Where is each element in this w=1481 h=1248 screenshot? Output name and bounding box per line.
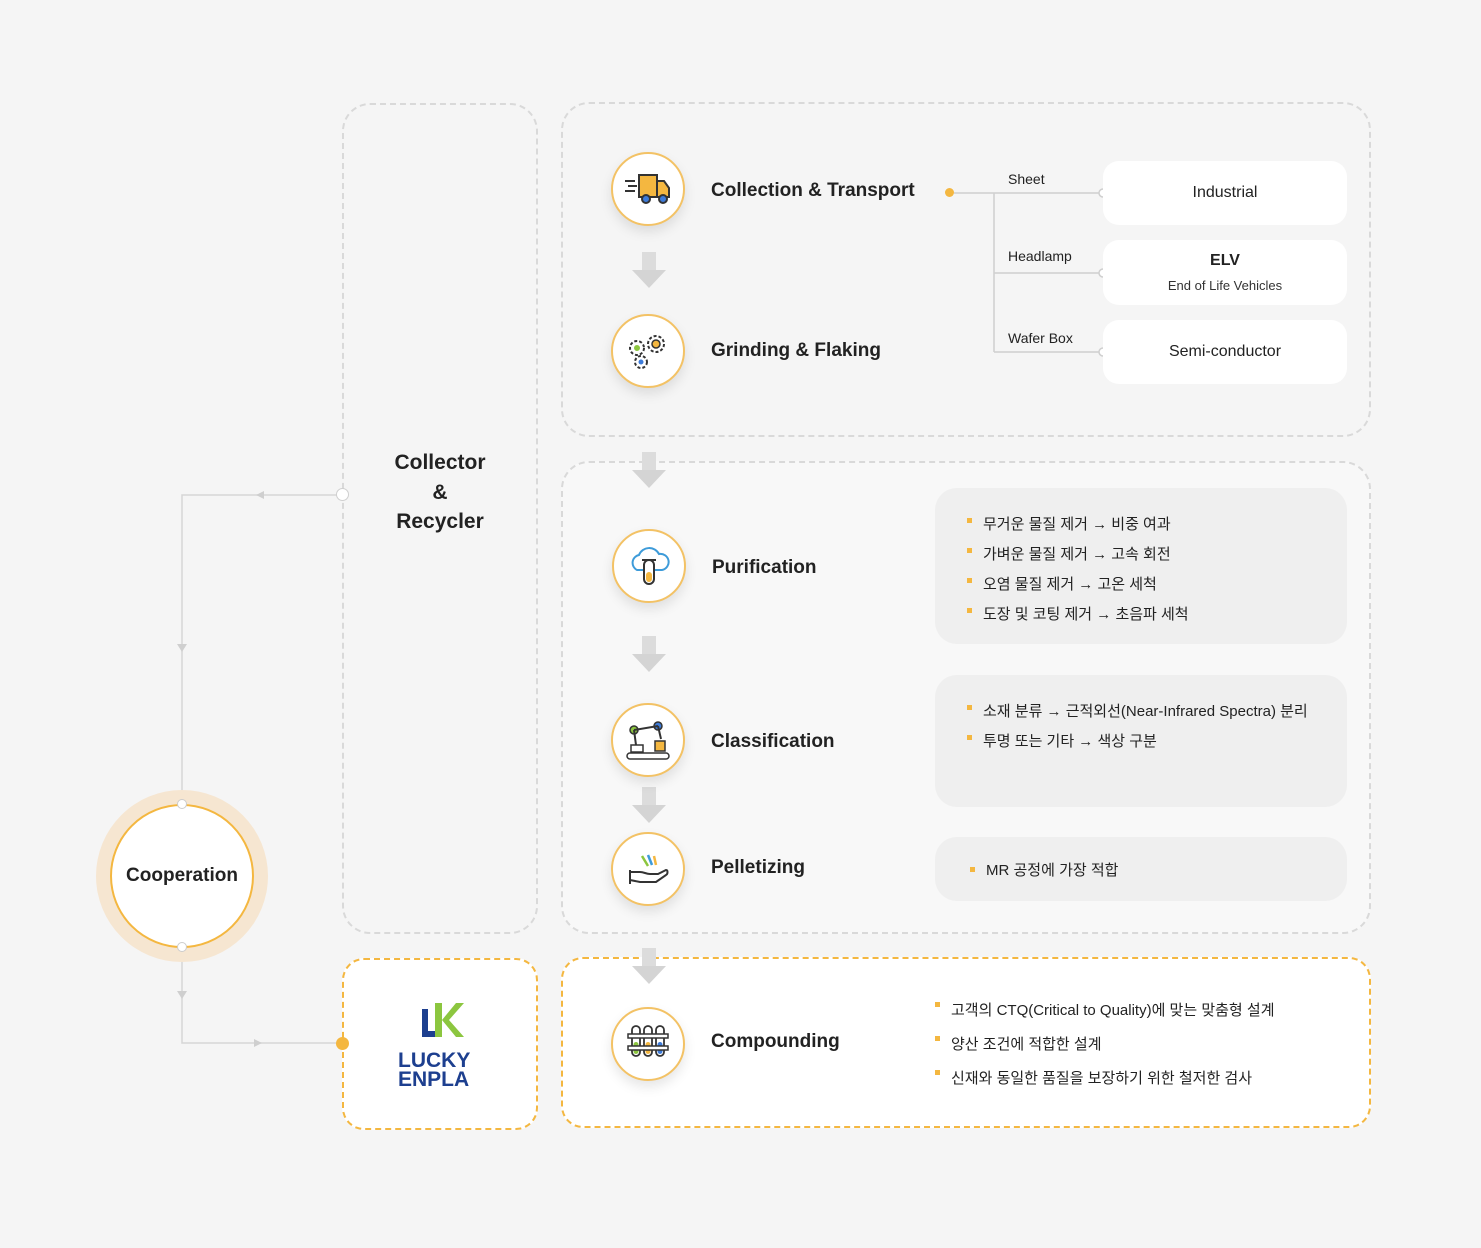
classification-notes-panel: 소재 분류 → 근적외선(Near-Infrared Spectra) 분리 투… — [935, 675, 1347, 807]
collector-recycler-title: Collector & Recycler — [394, 451, 486, 533]
gears-icon — [629, 335, 665, 369]
classification-note: 소재 분류 → 근적외선(Near-Infrared Spectra) 분리 — [965, 697, 1323, 727]
collection-connector-dot — [945, 188, 954, 197]
purification-notes-panel: 무거운 물질 제거 → 비중 여과 가벼운 물질 제거 → 고속 회전 오염 물… — [935, 488, 1347, 644]
purification-note: 가벼운 물질 제거 → 고속 회전 — [965, 540, 1347, 570]
lucky-enpla-box — [342, 958, 538, 1130]
test-tubes-icon — [627, 1025, 669, 1057]
classification-notes-list: 소재 분류 → 근적외선(Near-Infrared Spectra) 분리 투… — [965, 697, 1323, 757]
source-label-headlamp: Headlamp — [1008, 248, 1072, 264]
compounding-note: 신재와 동일한 품질을 보장하기 위한 철저한 검사 — [933, 1062, 1275, 1096]
pelletizing-note: MR 공정에 가장 적합 — [968, 859, 1118, 880]
robot-arm-icon — [626, 721, 670, 760]
collector-recycler-box — [342, 103, 538, 934]
collection-step-icon-circle — [611, 152, 685, 226]
compounding-notes-list: 고객의 CTQ(Critical to Quality)에 맞는 맞춤형 설계 … — [933, 994, 1275, 1096]
classification-step-icon-circle — [611, 703, 685, 777]
pelletizing-notes-panel: MR 공정에 가장 적합 — [935, 837, 1347, 901]
compounding-step-icon-circle — [611, 1007, 685, 1081]
grinding-step-label: Grinding & Flaking — [711, 340, 881, 361]
down-arrow-icon — [632, 636, 666, 672]
down-arrow-icon — [632, 787, 666, 823]
source-card-industrial: Industrial — [1103, 161, 1347, 225]
purification-step-icon-circle — [612, 529, 686, 603]
connector-dot-top — [177, 799, 187, 809]
down-arrow-icon — [632, 948, 666, 984]
lk-mark-icon — [422, 1003, 464, 1037]
cooperation-node: Cooperation — [96, 790, 268, 962]
pelletizing-step-label: Pelletizing — [711, 857, 805, 878]
source-card-semiconductor: Semi-conductor — [1103, 320, 1347, 384]
grinding-step-icon-circle — [611, 314, 685, 388]
compounding-section — [561, 957, 1371, 1128]
cloud-test-tube-icon — [631, 547, 670, 585]
down-arrow-icon — [632, 252, 666, 288]
purification-step-label: Purification — [712, 557, 817, 578]
classification-note: 투명 또는 기타 → 색상 구분 — [965, 727, 1323, 757]
compounding-notes: 고객의 CTQ(Critical to Quality)에 맞는 맞춤형 설계 … — [933, 994, 1275, 1096]
classification-step-label: Classification — [711, 731, 835, 752]
compounding-note: 고객의 CTQ(Critical to Quality)에 맞는 맞춤형 설계 — [933, 994, 1275, 1028]
purification-notes-list: 무거운 물질 제거 → 비중 여과 가벼운 물질 제거 → 고속 회전 오염 물… — [965, 510, 1347, 630]
purification-note: 오염 물질 제거 → 고온 세척 — [965, 570, 1347, 600]
truck-icon — [625, 174, 670, 204]
collection-step-label: Collection & Transport — [711, 180, 915, 201]
source-label-sheet: Sheet — [1008, 171, 1045, 187]
source-label-wafer-box: Wafer Box — [1008, 330, 1073, 346]
cooperation-label: Cooperation — [126, 865, 238, 886]
lucky-enpla-connector-dot — [336, 1037, 349, 1050]
compounding-step-label: Compounding — [711, 1031, 840, 1052]
pelletizing-step-icon-circle — [611, 832, 685, 906]
compounding-note: 양산 조건에 적합한 설계 — [933, 1028, 1275, 1062]
connector-dot-bottom — [177, 942, 187, 952]
source-card-elv: ELV End of Life Vehicles — [1103, 240, 1347, 305]
hand-pellets-icon — [629, 854, 669, 884]
purification-note: 도장 및 코팅 제거 → 초음파 세척 — [965, 600, 1347, 630]
pelletizing-notes-list: MR 공정에 가장 적합 — [968, 859, 1118, 880]
lucky-enpla-logo: LUCKY ENPLA — [398, 1003, 484, 1090]
purification-note: 무거운 물질 제거 → 비중 여과 — [965, 510, 1347, 540]
collection-section — [561, 102, 1371, 437]
down-arrow-icon — [632, 452, 666, 488]
collector-connector-dot — [336, 488, 349, 501]
